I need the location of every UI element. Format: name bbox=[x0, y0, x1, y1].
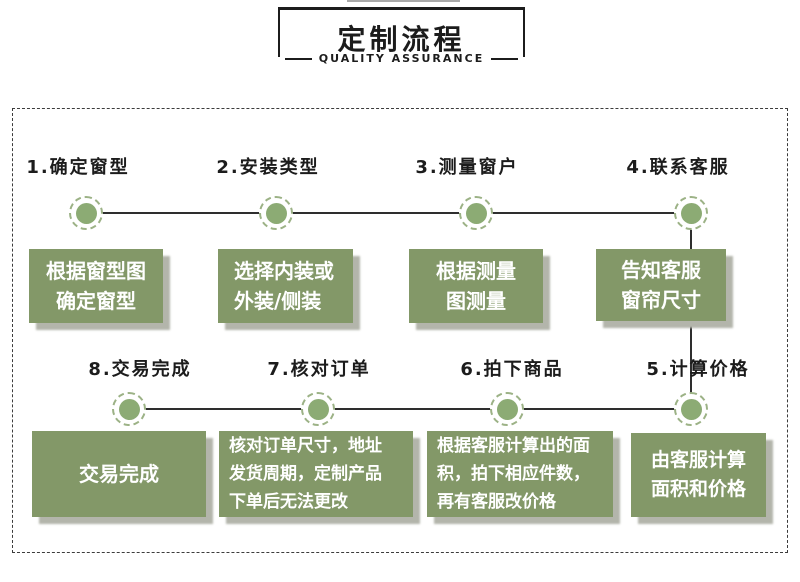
step-node-dot bbox=[75, 202, 97, 224]
step-box-4: 告知客服 窗帘尺寸 bbox=[596, 249, 726, 321]
step-label-2: 2.安装类型 bbox=[216, 157, 320, 178]
step-node-dot bbox=[307, 398, 329, 420]
step-node-7 bbox=[301, 392, 335, 426]
section-subtitle: QUALITY ASSURANCE bbox=[311, 52, 492, 65]
step-box-5: 由客服计算 面积和价格 bbox=[631, 433, 766, 517]
step-label-1: 1.确定窗型 bbox=[26, 157, 130, 178]
step-node-dot bbox=[496, 398, 518, 420]
section-header: 定制流程 QUALITY ASSURANCE bbox=[278, 7, 525, 65]
section-title: 定制流程 bbox=[337, 23, 466, 56]
process-flow-container: 1.确定窗型 2.安装类型 3.测量窗户 4.联系客服 8.交易完成 7.核对订… bbox=[12, 108, 788, 553]
step-node-dot bbox=[465, 202, 487, 224]
step-box-6: 根据客服计算出的面 积，拍下相应件数， 再有客服改价格 bbox=[427, 431, 613, 517]
step-label-7: 7.核对订单 bbox=[267, 359, 371, 380]
step-box-1: 根据窗型图 确定窗型 bbox=[29, 249, 163, 323]
step-label-4: 4.联系客服 bbox=[626, 157, 730, 178]
subtitle-right-line bbox=[491, 57, 518, 60]
step-label-8: 8.交易完成 bbox=[88, 359, 192, 380]
step-node-dot bbox=[680, 398, 702, 420]
step-node-8 bbox=[112, 392, 146, 426]
step-box-2: 选择内装或 外装/侧装 bbox=[218, 249, 353, 323]
step-node-5 bbox=[674, 392, 708, 426]
step-node-1 bbox=[69, 196, 103, 230]
step-label-3: 3.测量窗户 bbox=[415, 157, 519, 178]
step-node-4 bbox=[674, 196, 708, 230]
step-box-7: 核对订单尺寸，地址 发货周期，定制产品 下单后无法更改 bbox=[219, 431, 413, 517]
step-label-6: 6.拍下商品 bbox=[460, 359, 564, 380]
row1-connector-line bbox=[86, 212, 691, 214]
step-label-5: 5.计算价格 bbox=[646, 359, 750, 380]
row2-connector-line bbox=[129, 408, 691, 410]
top-edge-remnant-line bbox=[347, 0, 460, 2]
step-node-dot bbox=[118, 398, 140, 420]
subtitle-left-line bbox=[285, 57, 312, 60]
step-node-3 bbox=[459, 196, 493, 230]
step-node-dot bbox=[680, 202, 702, 224]
step-node-6 bbox=[490, 392, 524, 426]
section-subtitle-row: QUALITY ASSURANCE bbox=[285, 52, 518, 65]
step-node-2 bbox=[259, 196, 293, 230]
step-box-8: 交易完成 bbox=[32, 431, 206, 517]
step-node-dot bbox=[265, 202, 287, 224]
step-box-3: 根据测量 图测量 bbox=[409, 249, 543, 323]
